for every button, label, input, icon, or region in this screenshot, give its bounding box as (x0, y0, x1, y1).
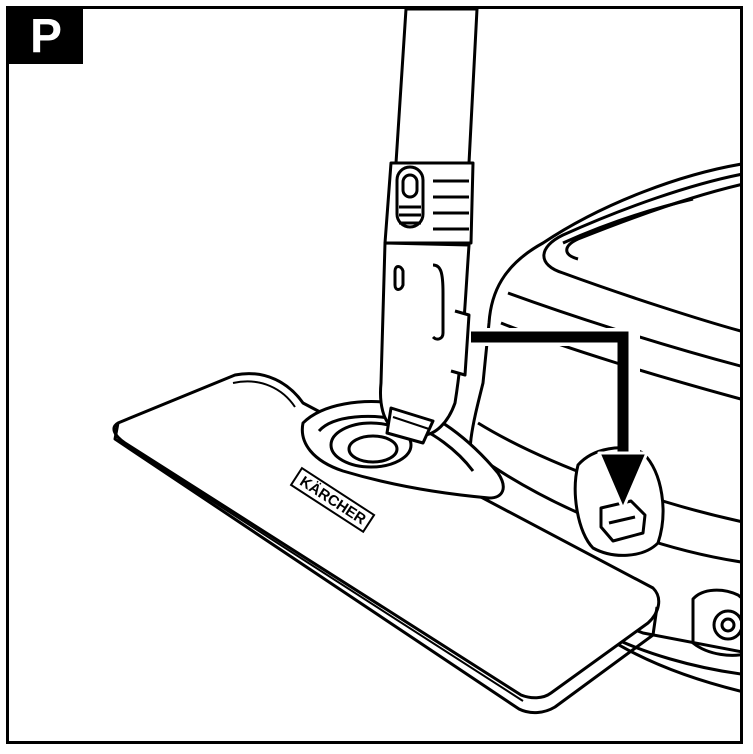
steam-cleaner-illustration: KÄRCHER (112, 9, 740, 715)
floor-nozzle-illustration (112, 372, 661, 715)
step-label: P (29, 10, 62, 63)
parking-slot (573, 446, 665, 557)
step-badge: P (9, 9, 83, 64)
handle-tube (379, 9, 479, 445)
down-arrow-icon (471, 328, 649, 511)
illustration-frame: KÄRCHER (6, 6, 743, 744)
